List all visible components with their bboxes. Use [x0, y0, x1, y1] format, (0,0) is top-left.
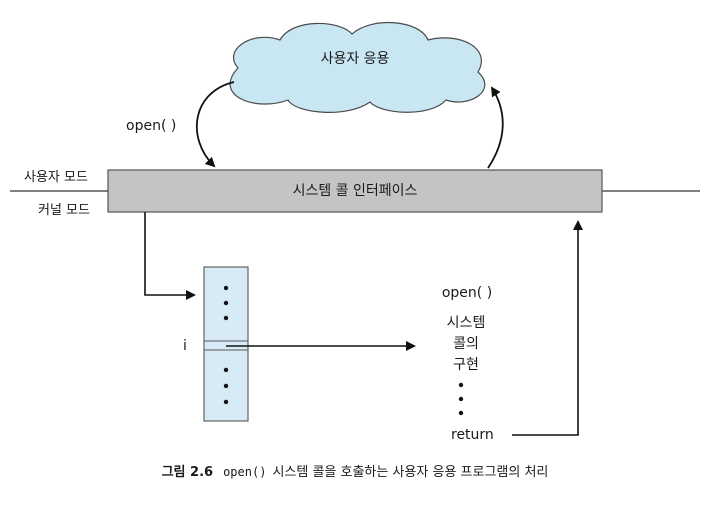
table-dot: [223, 285, 229, 291]
caption-figure-number: 그림 2.6: [161, 465, 214, 480]
table-dot: [223, 300, 229, 306]
table-dot: [223, 383, 229, 389]
table-dot: [223, 367, 229, 373]
open-call-arrow: [195, 81, 235, 168]
interface-to-table-arrow: [144, 212, 196, 300]
impl-dot: [458, 396, 464, 402]
figure-caption: 그림 2.6 open() 시스템 콜을 호출하는 사용자 응용 프로그램의 처리: [0, 461, 710, 480]
open-call-label: open( ): [126, 118, 177, 134]
return-label: return: [451, 427, 494, 443]
return-arrow: [512, 220, 583, 436]
user-mode-label: 사용자 모드: [24, 170, 88, 185]
user-application-label: 사용자 응용: [320, 51, 390, 67]
impl-line-1: 시스템: [446, 315, 486, 331]
kernel-mode-label: 커널 모드: [38, 203, 90, 218]
impl-line-2: 콜의: [453, 336, 479, 352]
table-dot: [223, 399, 229, 405]
syscall-interface-bar: [107, 169, 603, 213]
caption-code: open(): [223, 465, 267, 479]
impl-header-label: open( ): [441, 285, 493, 301]
caption-text: 시스템 콜을 호출하는 사용자 응용 프로그램의 처리: [272, 465, 549, 480]
table-dot: [223, 315, 229, 321]
impl-dot: [458, 382, 464, 388]
system-call-diagram: [10, 21, 700, 436]
impl-line-3: 구현: [453, 357, 479, 373]
table-index-label: i: [183, 338, 187, 354]
return-to-user-arrow: [487, 86, 504, 169]
syscall-interface-label: 시스템 콜 인터페이스: [292, 183, 418, 199]
user-application-cloud: [229, 21, 486, 113]
syscall-table: [203, 266, 249, 422]
impl-dot: [458, 410, 464, 416]
